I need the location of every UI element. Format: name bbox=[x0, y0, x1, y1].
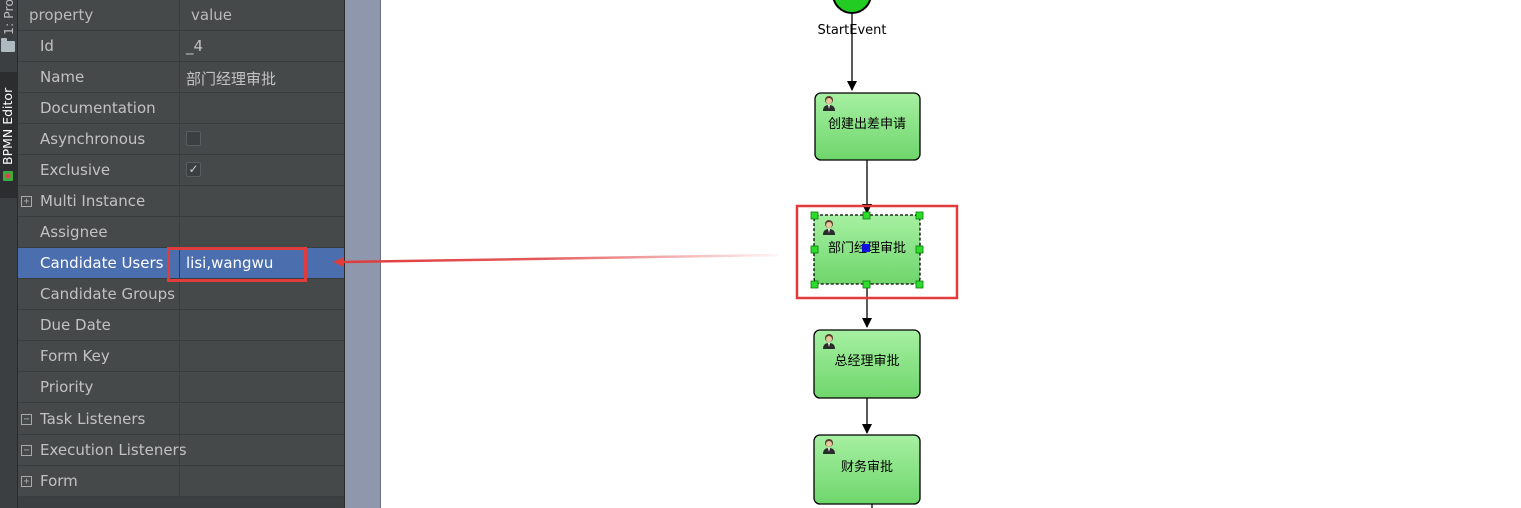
user-task[interactable]: 创建出差申请 bbox=[814, 92, 921, 161]
property-row-due-date[interactable]: Due Date bbox=[18, 310, 344, 341]
resize-handles[interactable] bbox=[810, 211, 924, 289]
property-row-priority[interactable]: Priority bbox=[18, 372, 344, 403]
collapse-icon[interactable]: − bbox=[21, 414, 32, 425]
exclusive-checkbox[interactable]: ✓ bbox=[186, 162, 201, 177]
task-label: 财务审批 bbox=[841, 459, 893, 475]
collapse-icon[interactable]: − bbox=[21, 445, 32, 456]
table-header: property value bbox=[18, 0, 344, 31]
property-row-id[interactable]: Id _4 bbox=[18, 31, 344, 62]
project-tab[interactable]: 1: Pro bbox=[0, 0, 18, 55]
properties-table: property value Id _4 Name 部门经理审批 Documen… bbox=[18, 0, 344, 508]
properties-footer bbox=[18, 497, 344, 508]
expand-icon[interactable]: + bbox=[21, 196, 32, 207]
selected-task-highlight bbox=[795, 204, 959, 300]
property-row-form-key[interactable]: Form Key bbox=[18, 341, 344, 372]
property-row-name[interactable]: Name 部门经理审批 bbox=[18, 62, 344, 93]
property-row-candidate-users[interactable]: Candidate Users lisi,wangwu bbox=[18, 248, 344, 279]
candidate-users-value[interactable]: lisi,wangwu bbox=[186, 254, 274, 272]
property-row-candidate-groups[interactable]: Candidate Groups bbox=[18, 279, 344, 310]
id-value[interactable]: _4 bbox=[186, 37, 204, 55]
user-task[interactable]: 总经理审批 bbox=[813, 329, 921, 399]
value-column-header: value bbox=[191, 6, 232, 24]
property-row-asynchronous[interactable]: Asynchronous bbox=[18, 124, 344, 155]
property-name: Candidate Users bbox=[40, 254, 164, 272]
property-row-execution-listeners[interactable]: − Execution Listeners bbox=[18, 435, 344, 466]
property-name: Assignee bbox=[40, 223, 108, 241]
property-name: Due Date bbox=[40, 316, 111, 334]
property-name: Multi Instance bbox=[40, 192, 146, 210]
property-row-form[interactable]: + Form bbox=[18, 466, 344, 497]
asynchronous-checkbox[interactable] bbox=[186, 131, 201, 146]
property-name: Asynchronous bbox=[40, 130, 146, 148]
user-task[interactable]: 财务审批 bbox=[813, 434, 921, 505]
property-column-header: property bbox=[29, 6, 94, 24]
expand-icon[interactable]: + bbox=[21, 476, 32, 487]
task-label: 总经理审批 bbox=[834, 354, 899, 369]
bpmn-editor-tab[interactable]: BPMN Editor bbox=[0, 72, 18, 198]
property-name: Name bbox=[40, 68, 85, 86]
tool-window-strip: 1: Pro BPMN Editor bbox=[0, 0, 18, 508]
project-tab-label: 1: Pro bbox=[1, 0, 16, 35]
property-name: Candidate Groups bbox=[40, 285, 175, 303]
property-name: Form bbox=[40, 472, 78, 490]
property-name: Execution Listeners bbox=[40, 441, 187, 459]
task-label: 创建出差申请 bbox=[828, 117, 906, 132]
panel-splitter[interactable] bbox=[344, 0, 381, 508]
property-row-documentation[interactable]: Documentation bbox=[18, 93, 344, 124]
property-name: Id bbox=[40, 37, 54, 55]
property-name: Documentation bbox=[40, 99, 156, 117]
property-name: Priority bbox=[40, 378, 94, 396]
property-row-task-listeners[interactable]: − Task Listeners bbox=[18, 404, 344, 435]
bpmn-canvas[interactable]: StartEvent 创建出差申请 部门经理审批 bbox=[381, 0, 1521, 508]
property-row-assignee[interactable]: Assignee bbox=[18, 217, 344, 248]
user-task-selected[interactable]: 部门经理审批 bbox=[810, 211, 924, 289]
bpmn-diagram[interactable]: StartEvent 创建出差申请 部门经理审批 bbox=[381, 0, 1521, 508]
property-name: Exclusive bbox=[40, 161, 111, 179]
property-row-multi-instance[interactable]: + Multi Instance bbox=[18, 186, 344, 217]
property-name: Task Listeners bbox=[40, 410, 146, 428]
property-name: Form Key bbox=[40, 347, 110, 365]
name-value[interactable]: 部门经理审批 bbox=[186, 70, 277, 88]
property-row-exclusive[interactable]: Exclusive ✓ bbox=[18, 155, 344, 186]
bpmn-editor-tab-label: BPMN Editor bbox=[0, 87, 15, 165]
candidate-users-highlight bbox=[167, 247, 307, 282]
bpmn-icon bbox=[3, 171, 13, 181]
center-handle[interactable] bbox=[862, 244, 870, 252]
folder-icon bbox=[1, 38, 15, 52]
start-event[interactable] bbox=[832, 0, 872, 14]
